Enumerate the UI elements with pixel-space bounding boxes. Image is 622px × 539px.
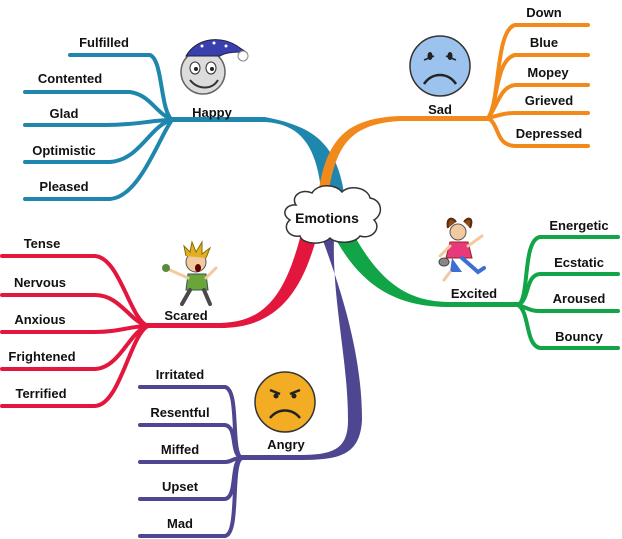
angry-leaf-lines <box>138 385 244 538</box>
leaf-label-contented: Contented <box>38 71 102 86</box>
leaf-label-blue: Blue <box>530 35 558 50</box>
sad-leaf-lines <box>486 23 590 148</box>
excited-leaf-lines <box>516 235 620 350</box>
leaf-label-ecstatic: Ecstatic <box>554 255 604 270</box>
branch-scared <box>145 230 318 328</box>
root-cloud-shape <box>284 185 382 244</box>
scared-leaf-lines <box>0 254 150 408</box>
leaf-label-irritated: Irritated <box>156 367 204 382</box>
root-node: Emotions <box>284 185 382 244</box>
leaf-label-mad: Mad <box>167 516 193 531</box>
leaf-label-down: Down <box>526 5 561 20</box>
leaf-label-mopey: Mopey <box>527 65 569 80</box>
branch-label-sad: Sad <box>428 102 452 117</box>
branch-excited <box>330 228 520 307</box>
leaf-label-anxious: Anxious <box>14 312 65 327</box>
angry-face-icon <box>254 371 316 433</box>
branch-label-happy: Happy <box>192 105 233 120</box>
leaf-label-grieved: Grieved <box>525 93 573 108</box>
happy-leaf-lines <box>23 53 174 201</box>
leaf-label-miffed: Miffed <box>161 442 199 457</box>
leaf-label-energetic: Energetic <box>549 218 608 233</box>
leaf-label-aroused: Aroused <box>553 291 606 306</box>
root-label: Emotions <box>295 210 359 226</box>
jumping-girl-icon <box>438 217 486 282</box>
branch-label-excited: Excited <box>451 286 497 301</box>
leaf-label-tense: Tense <box>24 236 61 251</box>
leaf-label-pleased: Pleased <box>39 179 88 194</box>
leaf-label-terrified: Terrified <box>15 386 66 401</box>
leaf-label-frightened: Frightened <box>8 349 75 364</box>
leaf-label-nervous: Nervous <box>14 275 66 290</box>
leaf-label-bouncy: Bouncy <box>555 329 603 344</box>
leaf-label-resentful: Resentful <box>150 405 209 420</box>
leaf-label-glad: Glad <box>50 106 79 121</box>
scared-man-icon <box>162 240 218 306</box>
leaf-label-depressed: Depressed <box>516 126 583 141</box>
leaf-label-upset: Upset <box>162 479 199 494</box>
branch-label-angry: Angry <box>267 437 305 452</box>
leaf-label-optimistic: Optimistic <box>32 143 96 158</box>
branch-angry <box>240 238 362 460</box>
sad-face-icon <box>409 35 471 97</box>
moon-face-icon <box>180 39 249 95</box>
branch-label-scared: Scared <box>164 308 207 323</box>
branch-sad <box>318 116 490 195</box>
leaf-label-fulfilled: Fulfilled <box>79 35 129 50</box>
